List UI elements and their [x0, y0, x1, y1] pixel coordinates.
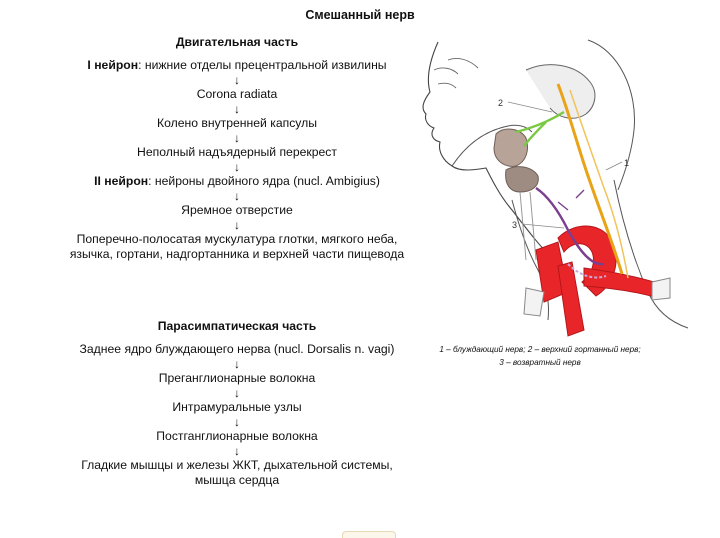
step-text: Поперечно-полосатая мускулатура глотки, … [69, 232, 405, 261]
flow-arrow: ↓ [234, 131, 240, 145]
para-step: Заднее ядро блуждающего нерва (nucl. Dor… [62, 342, 412, 357]
para-step: Гладкие мышцы и железы ЖКТ, дыхательной … [62, 458, 412, 488]
step-text: Постганглионарные волокна [156, 429, 318, 443]
step-text: : нижние отделы прецентральной извилины [138, 58, 387, 72]
carotid-artery [557, 261, 585, 337]
flow-arrow: ↓ [234, 160, 240, 174]
caption-line-1: 1 – блуждающий нерв; 2 – верхний гортанн… [439, 345, 641, 354]
motor-step: Неполный надъядерный перекрест [62, 145, 412, 160]
flow-arrow: ↓ [234, 386, 240, 400]
motor-step: I нейрон: нижние отделы прецентральной и… [62, 58, 412, 73]
nerve-loop-dashes [567, 263, 607, 279]
neck-front [511, 199, 549, 321]
neuron-label: I нейрон [87, 58, 139, 72]
step-text: Интрамуральные узлы [172, 400, 302, 414]
step-text: Заднее ядро блуждающего нерва (nucl. Dor… [79, 342, 395, 356]
thyroid-cartilage [493, 128, 529, 167]
step-text: Неполный надъядерный перекрест [137, 145, 337, 159]
label-3-pointer [521, 223, 565, 229]
vagus-nerve [556, 83, 624, 275]
thyroid-gland [505, 166, 539, 193]
label-2-pointer [507, 101, 553, 113]
para-step: Преганглионарные волокна [62, 371, 412, 386]
step-text: Колено внутренней капсулы [156, 116, 318, 130]
parasympathetic-heading: Парасимпатическая часть [157, 319, 317, 333]
flow-arrow: ↓ [234, 73, 240, 87]
recurrent-laryngeal-nerve [535, 187, 605, 266]
para-step: Постганглионарные волокна [62, 429, 412, 444]
step-text: Corona radiata [196, 87, 278, 101]
step-text: : нейроны двойного ядра (nucl. Ambigius) [148, 174, 380, 188]
jaw-outline [451, 124, 533, 167]
superior-laryngeal-nerve [515, 110, 565, 147]
caption-line-2: 3 – возвратный нерв [499, 358, 581, 367]
vagus-nerve-illustration: 2 1 3 [422, 39, 689, 337]
flow-arrow: ↓ [234, 189, 240, 203]
artery-stub [651, 277, 671, 301]
motor-steps: I нейрон: нижние отделы прецентральной и… [62, 58, 412, 262]
parasympathetic-steps: Заднее ядро блуждающего нерва (nucl. Dor… [62, 342, 412, 488]
step-text: Яремное отверстие [181, 203, 293, 217]
step-text: Преганглионарные волокна [158, 371, 316, 385]
flow-arrow: ↓ [234, 218, 240, 232]
flow-arrow: ↓ [234, 357, 240, 371]
label-3: 3 [512, 220, 517, 230]
motor-step: Corona radiata [62, 87, 412, 102]
neck-back [613, 179, 689, 329]
neuron-label: II нейрон [94, 174, 149, 188]
bottom-tab [342, 531, 396, 538]
skull-back [587, 39, 636, 191]
step-text: Гладкие мышцы и железы ЖКТ, дыхательной … [81, 458, 393, 487]
page-title: Смешанный нерв [305, 8, 415, 22]
para-step: Интрамуральные узлы [62, 400, 412, 415]
label-1-pointer [605, 161, 623, 171]
parasympathetic-section: Парасимпатическая часть Заднее ядро блуж… [62, 319, 412, 488]
bronchus [523, 287, 545, 317]
motor-step: Яремное отверстие [62, 203, 412, 218]
label-2: 2 [498, 98, 503, 108]
motor-section: Двигательная часть I нейрон: нижние отде… [62, 35, 412, 262]
motor-heading: Двигательная часть [175, 35, 299, 49]
vagus-nerve-branch [569, 89, 629, 279]
figure-caption: 1 – блуждающий нерв; 2 – верхний гортанн… [410, 343, 670, 369]
flow-arrow: ↓ [234, 415, 240, 429]
motor-step: Колено внутренней капсулы [62, 116, 412, 131]
motor-step: II нейрон: нейроны двойного ядра (nucl. … [62, 174, 412, 189]
trachea [519, 191, 537, 261]
head-outline [422, 41, 551, 257]
flow-arrow: ↓ [234, 444, 240, 458]
motor-step: Поперечно-полосатая мускулатура глотки, … [62, 232, 412, 262]
flow-arrow: ↓ [234, 102, 240, 116]
face-detail [433, 57, 479, 89]
recurrent-laryngeal-branch [557, 189, 585, 211]
label-1: 1 [624, 158, 629, 168]
